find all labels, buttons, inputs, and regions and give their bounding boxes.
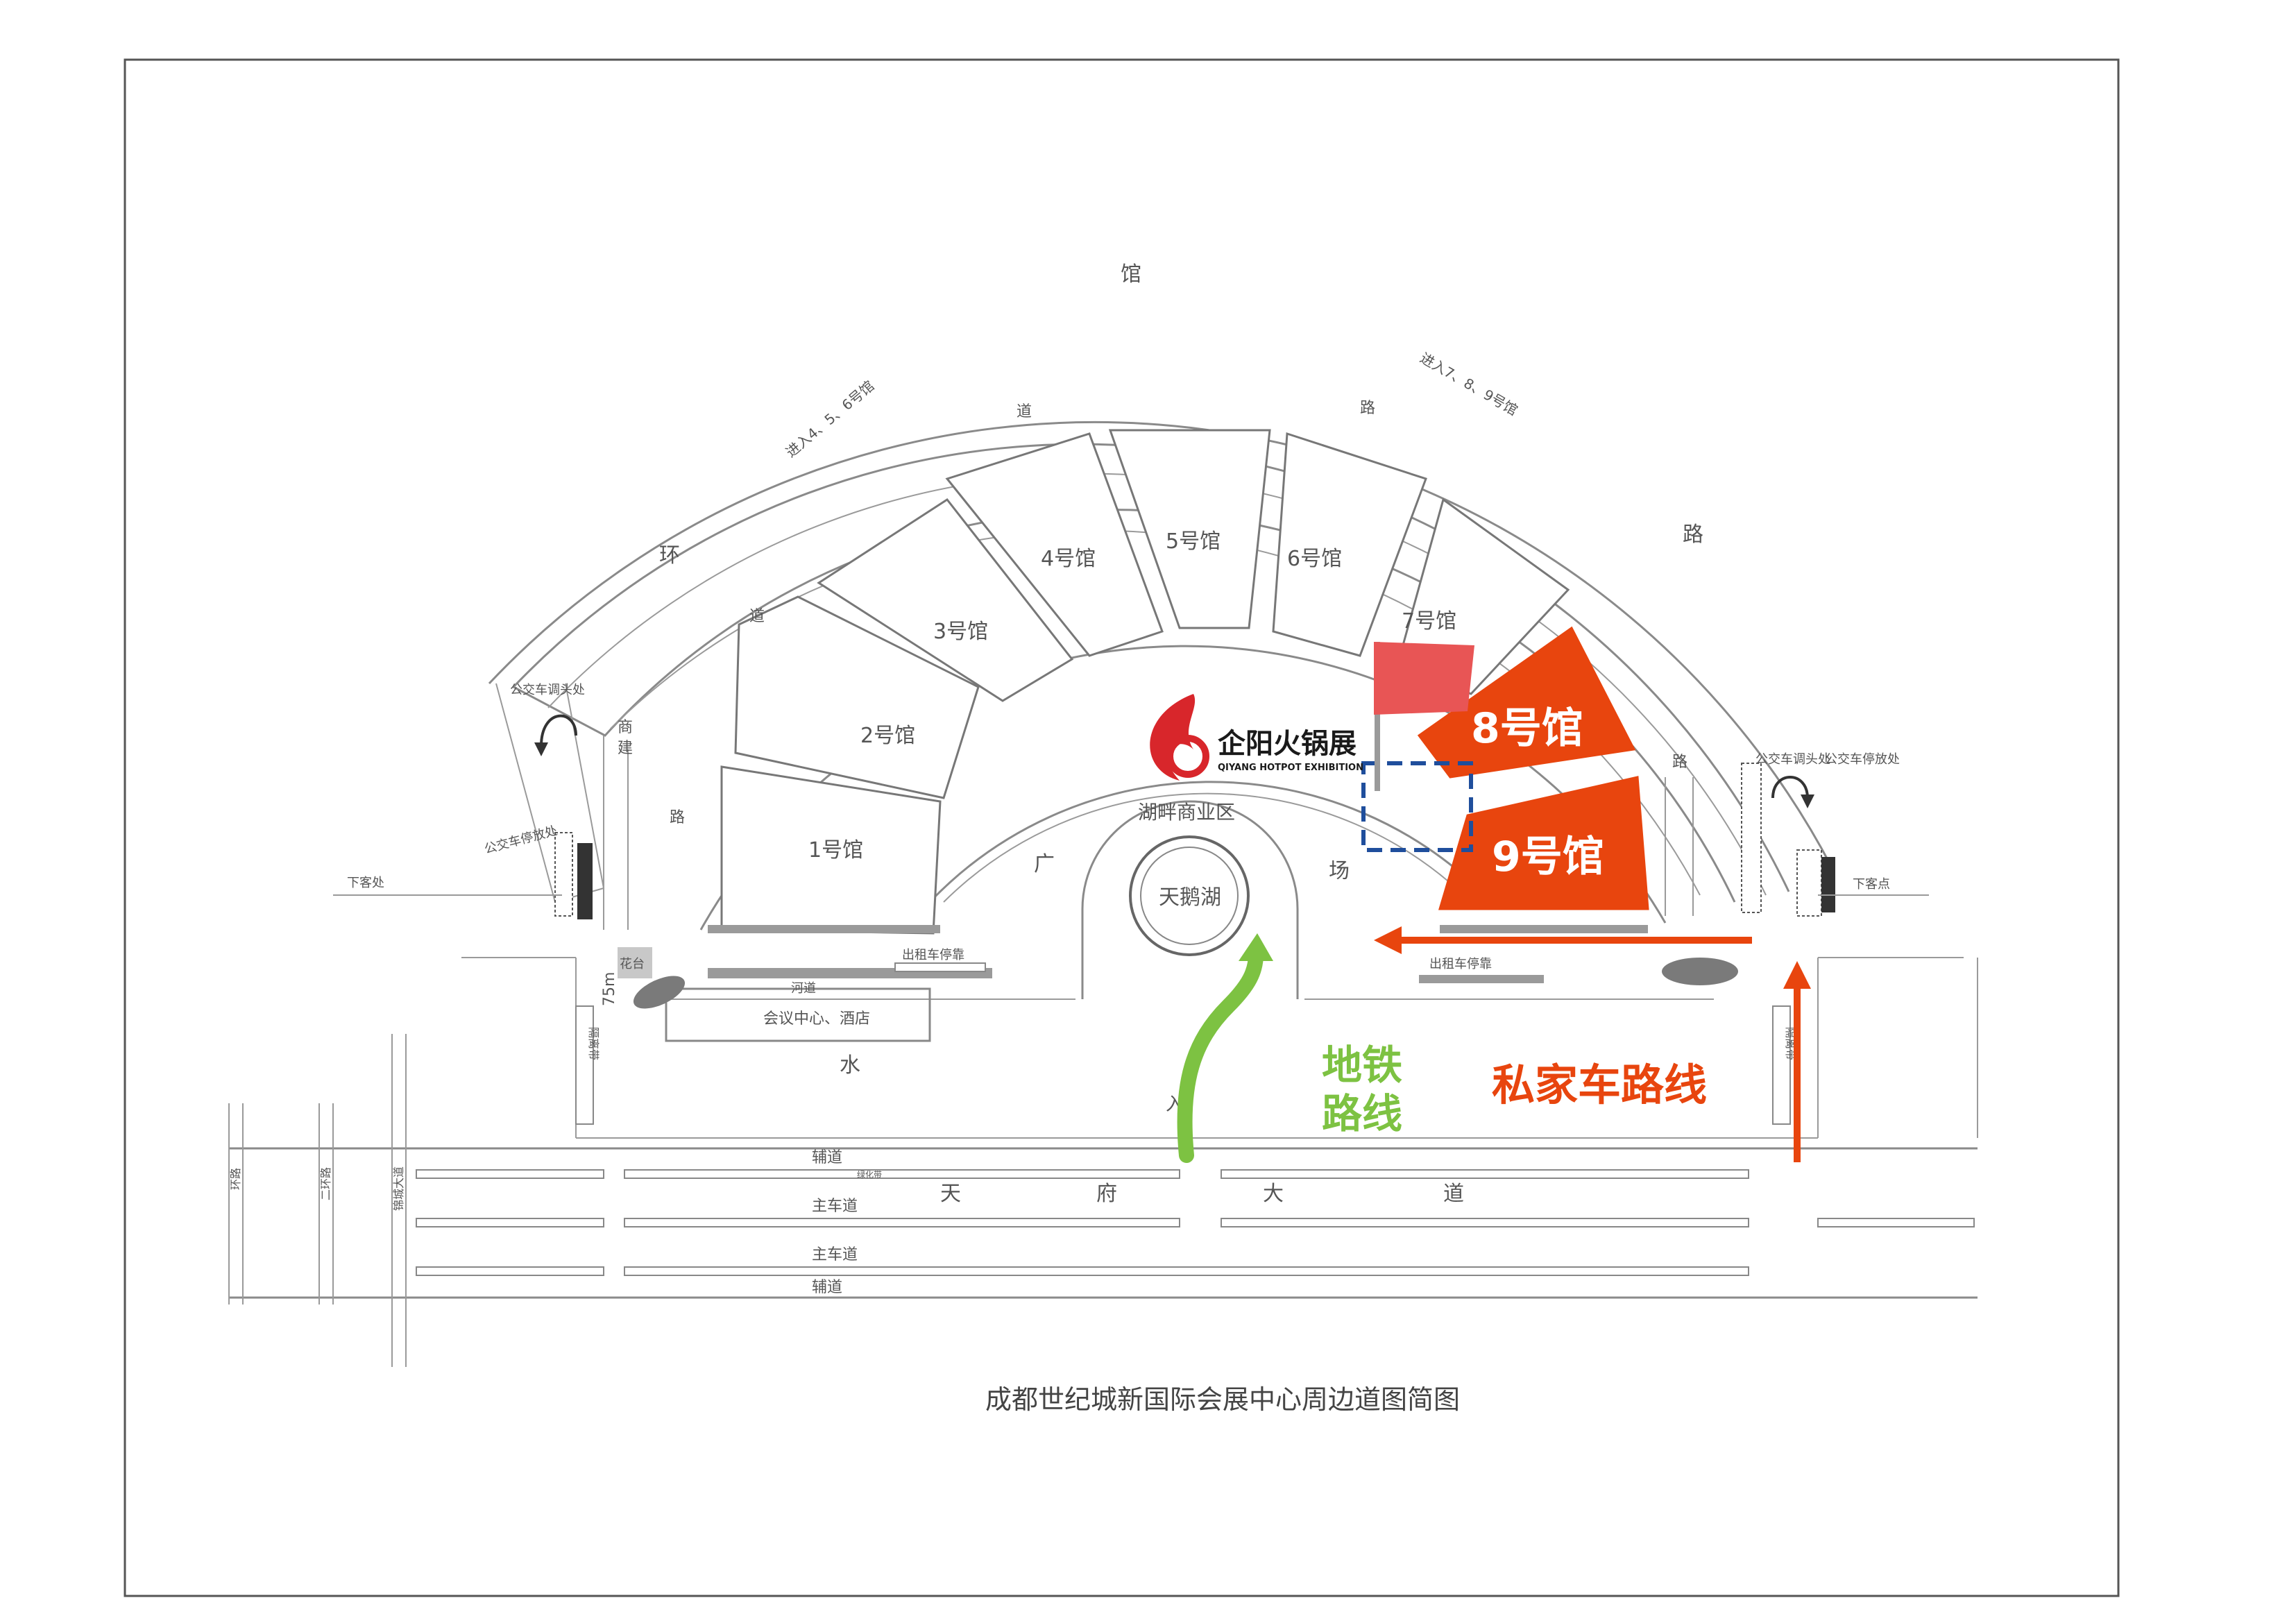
green-belt-label: 绿化带 — [857, 1169, 882, 1180]
left-planter — [633, 976, 686, 1009]
plaza-label-2: 场 — [1329, 859, 1350, 883]
ring-road-char-guan: 馆 — [1121, 262, 1141, 287]
hall-3[interactable] — [817, 498, 1074, 702]
swan-lake[interactable] — [1129, 835, 1250, 956]
hall-4[interactable] — [945, 432, 1164, 657]
taxi-left-label: 出租车停靠 — [902, 948, 964, 962]
road-tian: 天 — [940, 1182, 961, 1206]
metro-route-arrow — [1177, 946, 1264, 1163]
tianfu-avenue — [228, 957, 1978, 1367]
hall-7-label: 7号馆 — [1402, 609, 1456, 634]
hall-9[interactable] — [1438, 776, 1649, 910]
bus-right-stop-label: 公交车停放处 — [1825, 752, 1900, 767]
map-frame — [124, 58, 2120, 1597]
road-3-label: 锦城大道 — [392, 1166, 405, 1211]
hall-9-label: 9号馆 — [1492, 833, 1604, 881]
water-label: 水 — [840, 1053, 860, 1078]
drop-right-label: 下客点 — [1853, 877, 1890, 892]
metro-route-label-2: 路线 — [1322, 1090, 1402, 1137]
ring-road-char-huan: 环 — [659, 543, 680, 568]
conference-label: 会议中心、酒店 — [763, 1010, 870, 1028]
isolation-left-label: 隔离带 — [587, 1027, 600, 1060]
road-fu-top-label: 辅道 — [812, 1149, 842, 1166]
car-route-label: 私家车路线 — [1492, 1060, 1707, 1110]
drop-left-label: 下客处 — [347, 876, 384, 890]
logo-text-cn: 企阳火锅展 — [1218, 728, 1357, 760]
entry-left-label: 进入4、5、6号馆 — [783, 377, 878, 461]
swan-lake-ring — [1140, 847, 1239, 945]
conference-center[interactable] — [665, 987, 931, 1042]
right-green-strip — [1419, 975, 1544, 983]
jian-label: 建 — [618, 740, 633, 757]
taxi-left-strip — [894, 962, 986, 972]
left-parking-strip — [708, 925, 940, 933]
hall-4-label: 4号馆 — [1041, 547, 1096, 571]
bus-right — [1741, 763, 1835, 917]
hall-2[interactable] — [734, 595, 980, 799]
hall-5[interactable] — [1108, 429, 1271, 629]
lu-label: 路 — [670, 809, 685, 826]
hall-3-label: 3号馆 — [933, 620, 988, 644]
road-dao: 道 — [1443, 1182, 1464, 1206]
venue-target-box — [1361, 761, 1473, 852]
lakeside-label: 湖畔商业区 — [1138, 801, 1235, 824]
flower-bed-label: 花台 — [620, 957, 645, 971]
ring-road-char-lu-3: 路 — [1672, 754, 1687, 771]
ring-road-char-dao-2: 道 — [1017, 403, 1032, 420]
ring-road-char-lu-2: 路 — [1360, 400, 1375, 417]
river-label: 河道 — [791, 981, 816, 996]
road-fu: 府 — [1096, 1182, 1117, 1206]
bus-left — [495, 683, 605, 919]
metro-route-label-1: 地铁 — [1322, 1042, 1402, 1089]
hall-6[interactable] — [1272, 432, 1427, 657]
map-caption: 成都世纪城新国际会展中心周边道图简图 — [985, 1384, 1460, 1415]
road-main-2-label: 主车道 — [812, 1246, 858, 1264]
bus-left-turn-label: 公交车调头处 — [510, 683, 585, 697]
hall-6-label: 6号馆 — [1287, 547, 1342, 571]
distance-label: 75m — [601, 972, 618, 1006]
taxi-right-label: 出租车停靠 — [1429, 957, 1492, 971]
logo-text-en: QIYANG HOTPOT EXHIBITION — [1218, 763, 1363, 773]
flame-logo-icon — [1150, 694, 1209, 781]
hall-2-label: 2号馆 — [860, 724, 915, 748]
shang-label: 商 — [618, 719, 633, 736]
plaza-label-1: 广 — [1034, 852, 1055, 876]
flag-icon — [1374, 642, 1474, 715]
road-2-label: 二环路 — [319, 1167, 332, 1200]
hall-8-label: 8号馆 — [1471, 704, 1583, 753]
bus-right-turn-label: 公交车调头处 — [1755, 752, 1830, 767]
road-fu-bottom-label: 辅道 — [812, 1279, 842, 1296]
ring-road-char-dao-1: 道 — [749, 608, 765, 625]
plaza-area — [652, 800, 1714, 1000]
entry-right-label: 进入7、8、9号馆 — [1418, 350, 1521, 419]
ring-road-char-lu-1: 路 — [1683, 522, 1703, 547]
bus-left-stop-label: 公交车停放处 — [483, 824, 559, 857]
hall-1-label: 1号馆 — [808, 838, 863, 863]
metro-route-arrowhead — [1239, 933, 1273, 961]
right-parking-strip — [1440, 925, 1648, 933]
hall-5-label: 5号馆 — [1166, 529, 1221, 554]
right-planter — [1662, 958, 1738, 985]
road-1-label: 环路 — [229, 1168, 242, 1190]
car-route-arrowhead-left — [1374, 926, 1402, 954]
car-route-arrowhead-up — [1783, 961, 1811, 989]
flower-bed — [618, 947, 652, 978]
road-main-1-label: 主车道 — [812, 1198, 858, 1215]
swan-lake-label: 天鹅湖 — [1159, 885, 1221, 910]
road-da: 大 — [1263, 1182, 1284, 1206]
